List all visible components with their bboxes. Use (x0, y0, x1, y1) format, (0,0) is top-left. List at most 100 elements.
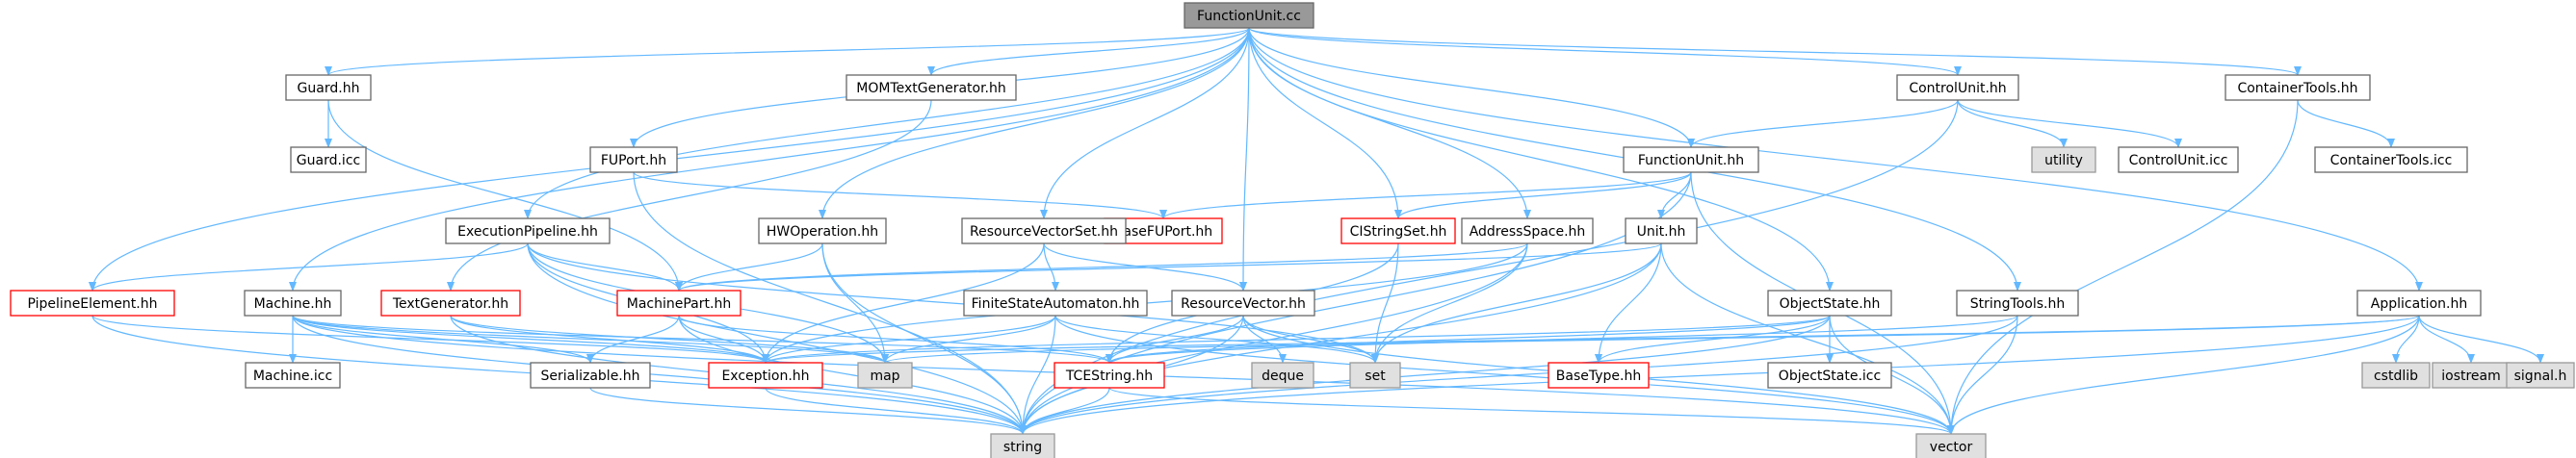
edge-finitestateautomaton-hh-to-set (1054, 315, 1379, 364)
node-pipelineelement-hh[interactable]: PipelineElement.hh (10, 290, 175, 317)
edge-functionunit-cc-to-containertools-hh (1248, 27, 2302, 76)
node-label: FunctionUnit.hh (1638, 153, 1744, 168)
node-addressspace-hh[interactable]: AddressSpace.hh (1461, 217, 1594, 244)
node-textgenerator-hh[interactable]: TextGenerator.hh (380, 290, 521, 317)
edge-functionunit-cc-to-momtextgenerator-hh (927, 27, 1250, 76)
node-label: MOMTextGenerator.hh (856, 81, 1006, 96)
node-containertools-icc[interactable]: ContainerTools.icc (2314, 146, 2468, 173)
node-functionunit-hh[interactable]: FunctionUnit.hh (1623, 146, 1759, 173)
edge-application-hh-to-vector (1947, 315, 2420, 435)
node-box (245, 362, 341, 389)
edge-pipelineelement-hh-to-exception-hh (91, 315, 769, 364)
edge-unit-hh-to-vector (1660, 242, 1955, 435)
edge-textgenerator-hh-to-exception-hh (450, 315, 769, 364)
node-box (963, 290, 1148, 317)
node-resourcevector-hh[interactable]: ResourceVector.hh (1171, 290, 1315, 317)
node-basetype-hh[interactable]: BaseType.hh (1548, 362, 1650, 389)
node-label: ResourceVector.hh (1181, 296, 1306, 312)
edge-functionunit-hh-to-cistringset-hh (1394, 171, 1692, 219)
node-label: ControlUnit.hh (1909, 81, 2006, 96)
edge-functionunit-cc-to-machine-hh (289, 27, 1250, 292)
node-objectstate-icc[interactable]: ObjectState.icc (1767, 362, 1892, 389)
node-containertools-hh[interactable]: ContainerTools.hh (2225, 74, 2371, 101)
node-controlunit-hh[interactable]: ControlUnit.hh (1896, 74, 2019, 101)
edge-functionunit-cc-to-guard-hh (325, 27, 1250, 76)
node-cistringset-hh[interactable]: CIStringSet.hh (1340, 217, 1456, 244)
node-string: string (990, 433, 1055, 458)
node-box (290, 146, 367, 173)
node-executionpipeline-hh[interactable]: ExecutionPipeline.hh (445, 217, 611, 244)
edge-objectstate-hh-to-basetype-hh (1595, 315, 1831, 364)
edge-unit-hh-to-basetype-hh (1595, 242, 1662, 364)
node-label: Unit.hh (1637, 224, 1686, 240)
node-box (1184, 2, 1314, 29)
edge-functionunit-cc-to-executionpipeline-hh (524, 27, 1250, 219)
edge-containertools-hh-to-vector (1947, 99, 2299, 435)
node-guard-icc[interactable]: Guard.icc (290, 146, 367, 173)
node-box (2225, 74, 2371, 101)
node-cstdlib: cstdlib (2361, 362, 2431, 389)
node-exception-hh[interactable]: Exception.hh (708, 362, 823, 389)
node-fuport-hh[interactable]: FUPort.hh (589, 146, 678, 173)
node-unit-hh[interactable]: Unit.hh (1625, 217, 1698, 244)
edge-machine-hh-to-map (292, 315, 889, 364)
node-label: Serializable.hh (540, 369, 639, 384)
node-label: map (870, 369, 899, 384)
edge-functionunit-cc-to-objectstate-hh (1248, 27, 1834, 292)
edge-finitestateautomaton-hh-to-map (881, 315, 1056, 364)
edge-objectstate-hh-to-tcestring-hh (1106, 315, 1831, 364)
node-label: FUPort.hh (601, 153, 666, 168)
node-iostream: iostream (2432, 362, 2511, 389)
node-guard-hh[interactable]: Guard.hh (285, 74, 372, 101)
edge-functionunit-cc-to-cistringset-hh (1248, 27, 1402, 219)
node-machine-icc[interactable]: Machine.icc (245, 362, 341, 389)
node-label: HWOperation.hh (767, 224, 878, 240)
node-box (530, 362, 651, 389)
edge-machine-hh-to-string (292, 315, 1027, 435)
node-momtextgenerator-hh[interactable]: MOMTextGenerator.hh (846, 74, 1017, 101)
edge-executionpipeline-hh-to-set (527, 242, 1379, 364)
node-stringtools-hh[interactable]: StringTools.hh (1956, 290, 2079, 317)
node-label: signal.h (2514, 369, 2567, 384)
node-box (1623, 146, 1759, 173)
node-box (2361, 362, 2431, 389)
edge-finitestateautomaton-hh-to-exception-hh (762, 315, 1056, 364)
edge-functionunit-cc-to-functionunit-hh (1248, 27, 1695, 148)
node-signal-h: signal.h (2506, 362, 2575, 389)
node-box (1767, 362, 1892, 389)
node-finitestateautomaton-hh[interactable]: FiniteStateAutomaton.hh (963, 290, 1148, 317)
edge-machine-hh-to-exception-hh (292, 315, 769, 364)
node-objectstate-hh[interactable]: ObjectState.hh (1767, 290, 1892, 317)
node-machinepart-hh[interactable]: MachinePart.hh (616, 290, 742, 317)
node-label: set (1365, 369, 1386, 384)
node-label: BaseFUPort.hh (1114, 224, 1212, 240)
node-machine-hh[interactable]: Machine.hh (244, 290, 342, 317)
node-label: ObjectState.icc (1779, 369, 1881, 384)
node-label: deque (1262, 369, 1304, 384)
edge-hwoperation-hh-to-map (821, 242, 889, 364)
node-controlunit-icc[interactable]: ControlUnit.icc (2118, 146, 2239, 173)
node-label: CIStringSet.hh (1350, 224, 1447, 240)
edge-unit-hh-to-set (1371, 242, 1662, 364)
node-tcestring-hh[interactable]: TCEString.hh (1054, 362, 1165, 389)
node-application-hh[interactable]: Application.hh (2356, 290, 2482, 317)
node-label: ExecutionPipeline.hh (457, 224, 598, 240)
node-serializable-hh[interactable]: Serializable.hh (530, 362, 651, 389)
node-functionunit-cc[interactable]: FunctionUnit.cc (1184, 2, 1314, 29)
edge-machinepart-hh-to-tcestring-hh (678, 315, 1113, 364)
node-box (1625, 217, 1698, 244)
node-box (857, 362, 913, 389)
node-vector: vector (1915, 433, 1987, 458)
node-box (445, 217, 611, 244)
node-deque: deque (1251, 362, 1314, 389)
edge-objectstate-hh-to-exception-hh (762, 315, 1831, 364)
edge-finitestateautomaton-hh-to-vector (1054, 315, 1955, 435)
node-label: TextGenerator.hh (392, 296, 508, 312)
node-hwoperation-hh[interactable]: HWOperation.hh (758, 217, 887, 244)
edge-executionpipeline-hh-to-string (527, 242, 1027, 435)
edge-momtextgenerator-hh-to-textgenerator-hh (447, 99, 932, 292)
node-resourcevectorset-hh[interactable]: ResourceVectorSet.hh (961, 217, 1127, 244)
edge-functionunit-cc-to-resourcevector-hh (1239, 27, 1250, 292)
node-box (1054, 362, 1165, 389)
edges-layer (89, 27, 2544, 435)
